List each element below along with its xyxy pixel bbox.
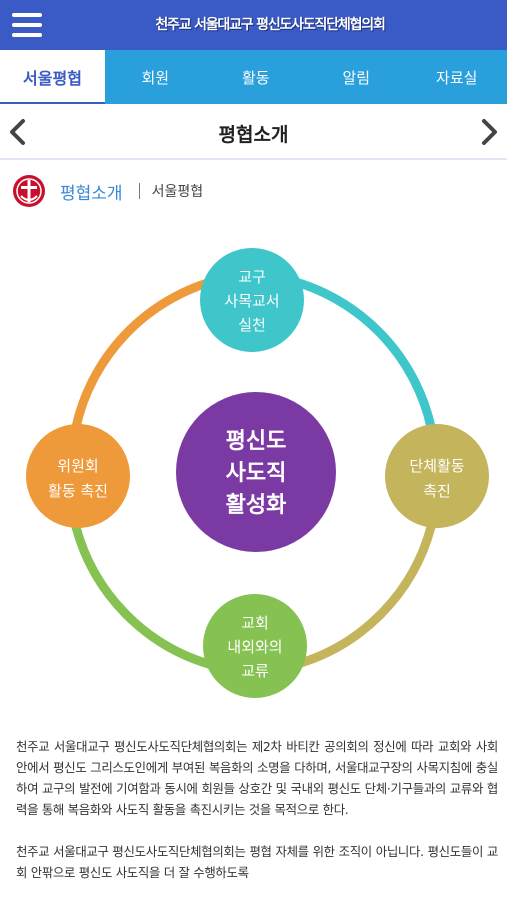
intro-paragraph-1: 천주교 서울대교구 평신도사도직단체협의회는 제2차 바티칸 공의회의 정신에 … — [16, 739, 498, 817]
hamburger-menu-icon[interactable] — [10, 10, 44, 40]
node-top: 교구 사목교서 실천 — [200, 248, 304, 352]
node-top-line-2: 사목교서 — [224, 292, 279, 310]
intro-text: 천주교 서울대교구 평신도사도직단체협의회는 제2차 바티칸 공의회의 정신에 … — [16, 736, 498, 900]
breadcrumb: 서울평협 — [151, 184, 204, 200]
node-bottom-line-1: 교회 — [241, 614, 269, 632]
section-title: 평협소개 — [60, 183, 123, 204]
node-left: 위원회 활동 촉진 — [26, 424, 130, 528]
chevron-right-icon[interactable] — [479, 118, 501, 146]
node-left-line-1: 위원회 — [57, 457, 98, 475]
node-top-line-3: 실천 — [238, 316, 266, 334]
node-bottom: 교회 내외와의 교류 — [203, 594, 307, 698]
center-line-1: 평신도 — [226, 429, 287, 454]
breadcrumb-divider — [138, 183, 140, 199]
node-top-line-1: 교구 — [238, 268, 266, 286]
main-tabs: 서울평협 회원 활동 알림 자료실 — [0, 50, 507, 104]
node-bottom-line-3: 교류 — [241, 662, 269, 680]
app-title: 천주교 서울대교구 평신도사도직단체협의회 — [155, 17, 385, 33]
node-left-line-2: 활동 촉진 — [48, 482, 108, 500]
diagram-ring — [71, 273, 436, 670]
center-line-2: 사도직 — [226, 461, 287, 486]
app-header: 천주교 서울대교구 평신도사도직단체협의회 — [0, 0, 507, 50]
node-bottom-line-2: 내외와의 — [227, 638, 282, 656]
node-right-line-1: 단체활동 — [409, 457, 464, 475]
catholic-emblem-icon — [13, 175, 45, 207]
sub-header: 평협소개 — [0, 104, 507, 160]
center-line-3: 활성화 — [226, 493, 287, 518]
active-tab-indicator — [0, 102, 105, 104]
mission-diagram: 평신도 사도직 활성화 교구 사목교서 실천 단체활동 촉진 교회 내외와의 교… — [26, 248, 489, 698]
intro-paragraph-2: 천주교 서울대교구 평신도사도직단체협의회는 평협 자체를 위한 조직이 아닙니… — [16, 844, 498, 880]
center-node: 평신도 사도직 활성화 — [176, 392, 336, 552]
tab-activities[interactable]: 활동 — [241, 68, 270, 87]
node-right-line-2: 촉진 — [423, 482, 451, 500]
chevron-left-icon[interactable] — [6, 118, 28, 146]
tab-notices[interactable]: 알림 — [342, 68, 371, 87]
tab-archive[interactable]: 자료실 — [436, 68, 478, 87]
section-header: 평협소개 서울평협 — [12, 174, 203, 208]
tab-members[interactable]: 회원 — [141, 68, 170, 87]
tab-seoul-pyeonghyeop[interactable]: 서울평협 — [0, 50, 105, 104]
page-title: 평협소개 — [218, 124, 289, 146]
node-right: 단체활동 촉진 — [385, 424, 489, 528]
